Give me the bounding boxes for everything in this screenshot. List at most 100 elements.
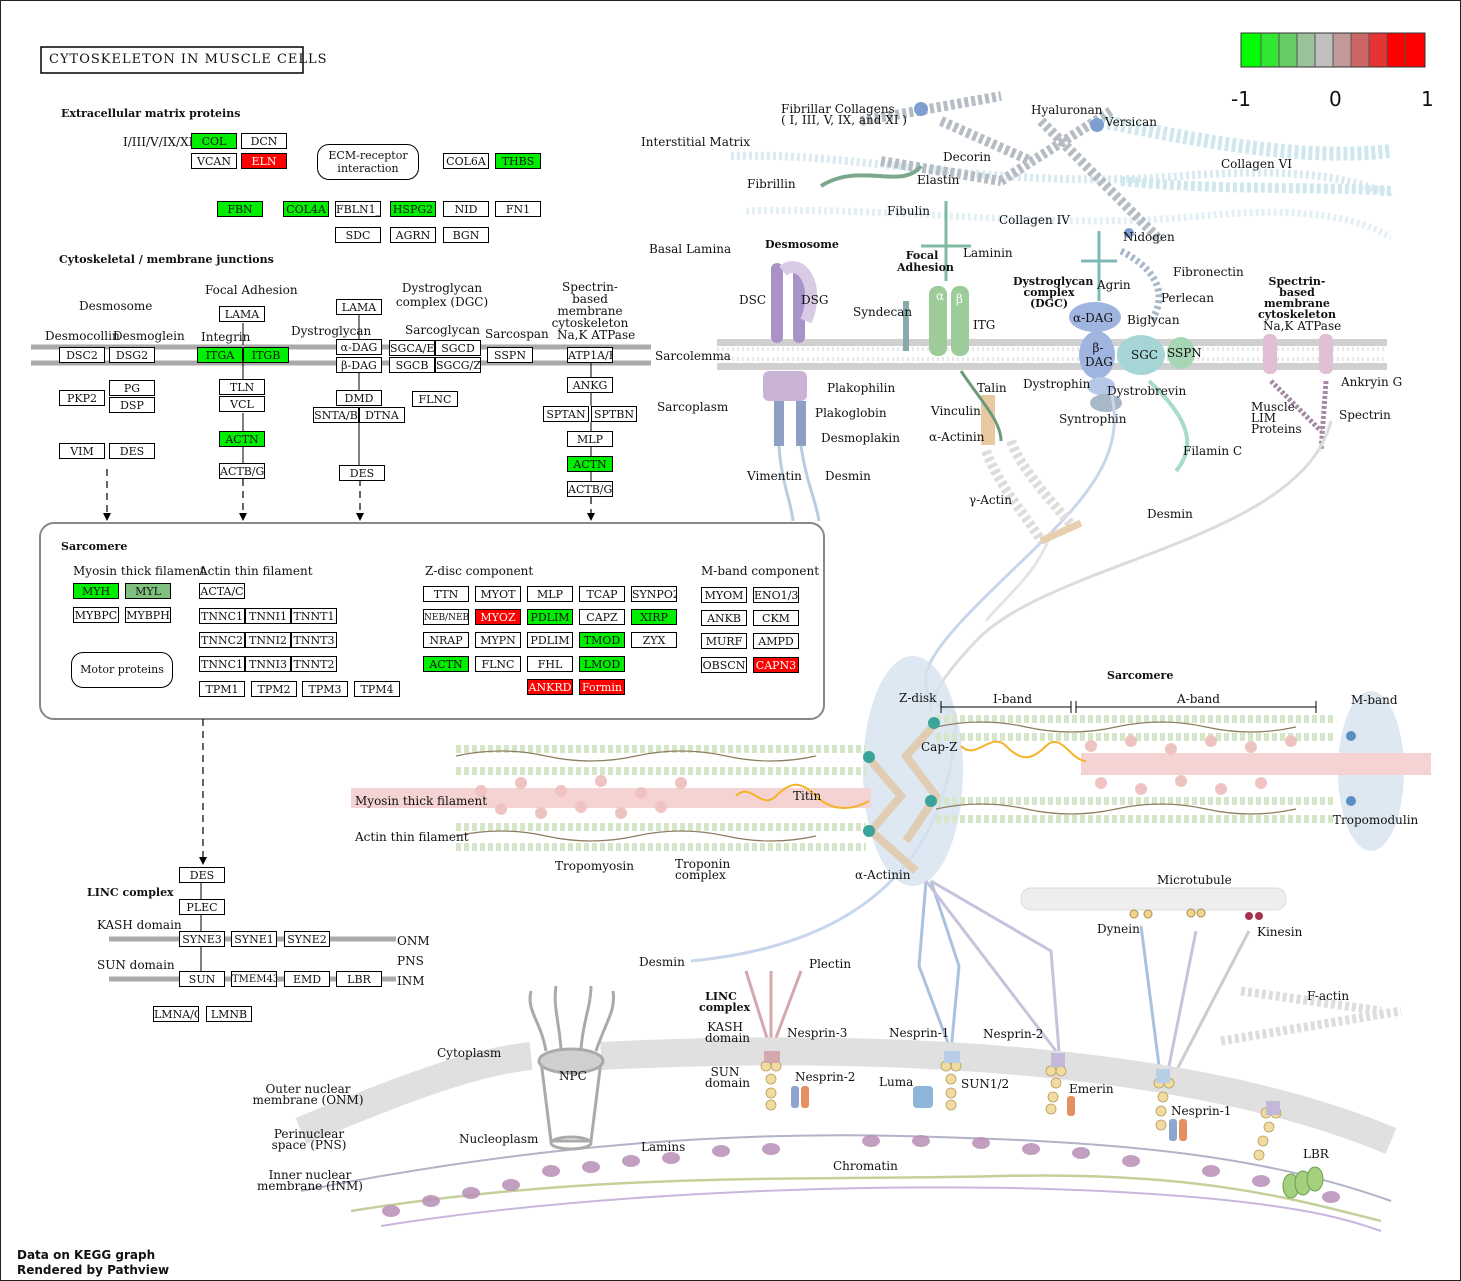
gene-box-dmd[interactable]: DMD xyxy=(336,390,382,406)
gene-box-fbln1-2[interactable]: FBLN1_2 xyxy=(335,201,381,217)
gene-box-ttn[interactable]: TTN xyxy=(423,586,469,602)
gene-box-sgcb[interactable]: SGCB xyxy=(389,357,435,373)
gene-box-syne2[interactable]: SYNE2 xyxy=(284,931,330,947)
gene-box-eln[interactable]: ELN xyxy=(241,153,287,169)
gene-box-atp1ab[interactable]: ATP1A/B xyxy=(567,347,613,363)
gene-box-mybph[interactable]: MYBPH xyxy=(125,607,171,623)
gene-box-fhl[interactable]: FHL xyxy=(527,656,573,672)
gene-box-flnc-j[interactable]: FLNC xyxy=(412,391,458,407)
gene-box-tcap[interactable]: TCAP xyxy=(579,586,625,602)
gene-box-tnnc1-a[interactable]: TNNC1 xyxy=(199,608,245,624)
gene-box-zyx[interactable]: ZYX xyxy=(631,632,677,648)
gene-box-sgcae[interactable]: SGCA/E xyxy=(389,340,435,356)
gene-box-sptbn[interactable]: SPTBN xyxy=(591,406,637,422)
gene-box-myoz[interactable]: MYOZ xyxy=(475,609,521,625)
gene-box-tnni2[interactable]: TNNI2 xyxy=(245,632,291,648)
gene-box-actbg-sp[interactable]: ACTB/G xyxy=(567,481,613,497)
gene-box-beta-dag[interactable]: β-DAG xyxy=(336,357,382,373)
gene-box-emd[interactable]: EMD xyxy=(284,971,330,987)
gene-box-alpha-dag[interactable]: α-DAG xyxy=(336,339,382,355)
gene-box-mlp-j[interactable]: MLP xyxy=(567,431,613,447)
gene-box-actn-z[interactable]: ACTN xyxy=(423,656,469,672)
gene-box-lmnac[interactable]: LMNA/C xyxy=(153,1006,199,1022)
gene-box-plec[interactable]: PLEC xyxy=(179,899,225,915)
gene-box-tpm3[interactable]: TPM3 xyxy=(302,681,348,697)
gene-box-capz[interactable]: CAPZ xyxy=(579,609,625,625)
gene-box-actn-sp[interactable]: ACTN xyxy=(567,456,613,472)
gene-box-lama-fa[interactable]: LAMA xyxy=(219,306,265,322)
gene-box-actn-fa[interactable]: ACTN xyxy=(219,431,265,447)
gene-box-sgcd[interactable]: SGCD xyxy=(435,340,481,356)
gene-box-fbn[interactable]: FBN xyxy=(217,201,263,217)
gene-box-formin[interactable]: Formin xyxy=(579,679,625,695)
gene-box-des-dgc[interactable]: DES xyxy=(339,465,385,481)
gene-box-tnnt1[interactable]: TNNT1 xyxy=(291,608,337,624)
gene-box-des-desmosome[interactable]: DES xyxy=(109,443,155,459)
gene-box-pdlim-green[interactable]: PDLIM xyxy=(527,609,573,625)
gene-box-ampd[interactable]: AMPD xyxy=(753,633,799,649)
ecm-receptor-map-link[interactable]: ECM-receptor interaction xyxy=(317,144,419,180)
gene-box-tnnc2[interactable]: TNNC2 xyxy=(199,632,245,648)
gene-box-sdc[interactable]: SDC xyxy=(335,227,381,243)
gene-box-ankg[interactable]: ANKG xyxy=(567,377,613,393)
gene-box-mlp[interactable]: MLP xyxy=(527,586,573,602)
gene-box-tnni3[interactable]: TNNI3 xyxy=(245,656,291,672)
gene-box-actbg-fa[interactable]: ACTB/G xyxy=(219,463,265,479)
gene-box-sspn[interactable]: SSPN xyxy=(487,347,533,363)
gene-box-vcan[interactable]: VCAN xyxy=(191,153,237,169)
gene-box-lama-dgc[interactable]: LAMA xyxy=(336,299,382,315)
gene-box-des-linc[interactable]: DES xyxy=(179,867,225,883)
gene-box-fn1[interactable]: FN1 xyxy=(495,201,541,217)
gene-box-bgn[interactable]: BGN xyxy=(443,227,489,243)
gene-box-myh[interactable]: MYH xyxy=(73,583,119,599)
gene-box-agrn[interactable]: AGRN xyxy=(390,227,436,243)
gene-box-tln[interactable]: TLN xyxy=(219,379,265,395)
gene-box-myl[interactable]: MYL xyxy=(125,583,171,599)
gene-box-col[interactable]: COL xyxy=(191,133,237,149)
gene-box-nid[interactable]: NID xyxy=(443,201,489,217)
gene-box-myot[interactable]: MYOT xyxy=(475,586,521,602)
gene-box-tmod[interactable]: TMOD xyxy=(579,632,625,648)
gene-box-sptan[interactable]: SPTAN xyxy=(543,406,589,422)
gene-box-ckm[interactable]: CKM xyxy=(753,610,799,626)
gene-box-tnnc1-b[interactable]: TNNC1 xyxy=(199,656,245,672)
gene-box-pdlim[interactable]: PDLIM xyxy=(527,632,573,648)
motor-proteins-map-link[interactable]: Motor proteins xyxy=(71,652,173,688)
gene-box-sgcgz[interactable]: SGCG/Z xyxy=(435,357,481,373)
gene-box-itgb[interactable]: ITGB xyxy=(243,347,289,363)
gene-box-capn3[interactable]: CAPN3 xyxy=(753,657,799,673)
gene-box-nebnebl[interactable]: NEB/NEBL xyxy=(423,609,469,625)
gene-box-hspg2[interactable]: HSPG2 xyxy=(390,201,436,217)
gene-box-pkp2[interactable]: PKP2 xyxy=(59,390,105,406)
gene-box-thbs[interactable]: THBS xyxy=(495,153,541,169)
gene-box-lmod[interactable]: LMOD xyxy=(579,656,625,672)
gene-box-dtna[interactable]: DTNA xyxy=(359,407,405,423)
gene-box-dcn[interactable]: DCN xyxy=(241,133,287,149)
gene-box-tpm2[interactable]: TPM2 xyxy=(251,681,297,697)
gene-box-lmnb[interactable]: LMNB xyxy=(206,1006,252,1022)
gene-box-sun[interactable]: SUN xyxy=(179,971,225,987)
gene-box-lbr[interactable]: LBR xyxy=(336,971,382,987)
gene-box-murf[interactable]: MURF xyxy=(701,633,747,649)
gene-box-tnnt2[interactable]: TNNT2 xyxy=(291,656,337,672)
gene-box-col6a[interactable]: COL6A xyxy=(443,153,489,169)
gene-box-itga[interactable]: ITGA xyxy=(197,347,243,363)
gene-box-xirp[interactable]: XIRP xyxy=(631,609,677,625)
gene-box-col4a[interactable]: COL4A xyxy=(283,201,329,217)
gene-box-dsg2[interactable]: DSG2 xyxy=(109,347,155,363)
gene-box-syne1[interactable]: SYNE1 xyxy=(231,931,277,947)
gene-box-vim[interactable]: VIM xyxy=(59,443,105,459)
gene-box-sntab[interactable]: SNTA/B xyxy=(313,407,359,423)
gene-box-vcl[interactable]: VCL xyxy=(219,396,265,412)
gene-box-synpo2[interactable]: SYNPO2 xyxy=(631,586,677,602)
gene-box-tnni1[interactable]: TNNI1 xyxy=(245,608,291,624)
gene-box-nrap[interactable]: NRAP xyxy=(423,632,469,648)
gene-box-tpm1[interactable]: TPM1 xyxy=(199,681,245,697)
gene-box-flnc-z[interactable]: FLNC xyxy=(475,656,521,672)
gene-box-syne3[interactable]: SYNE3 xyxy=(179,931,225,947)
gene-box-tnnt3[interactable]: TNNT3 xyxy=(291,632,337,648)
gene-box-dsc2[interactable]: DSC2 xyxy=(59,347,105,363)
gene-box-obscn[interactable]: OBSCN xyxy=(701,657,747,673)
gene-box-pg[interactable]: PG xyxy=(109,380,155,396)
gene-box-eno13[interactable]: ENO1/3 xyxy=(753,587,799,603)
